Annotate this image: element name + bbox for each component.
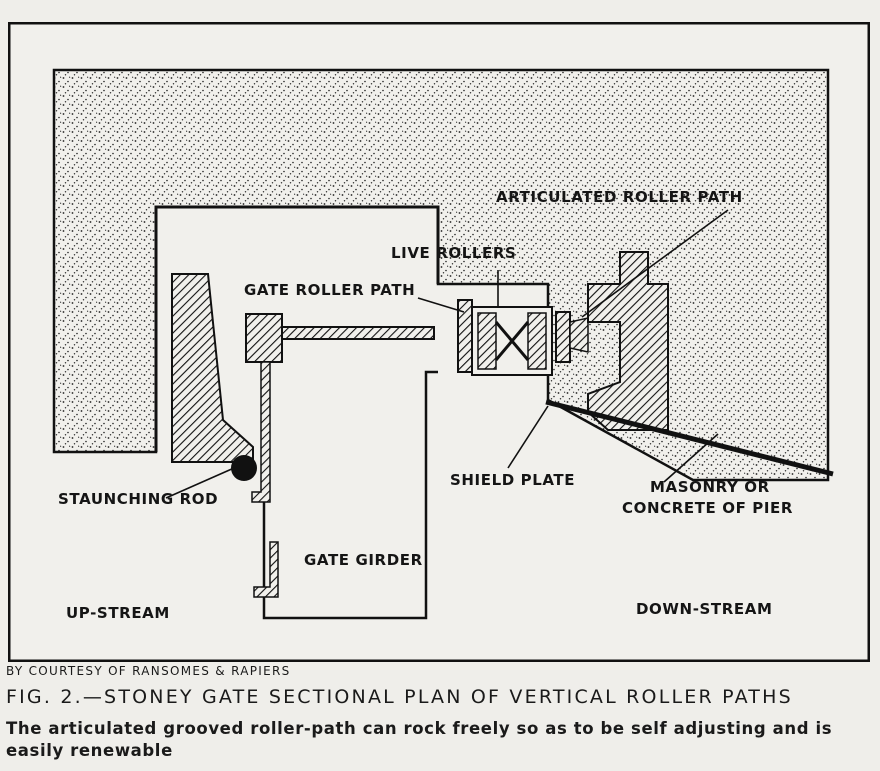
pier-bearing [587,251,669,431]
label-masonry-line1: MASONRY OR [650,478,770,496]
label-shield-plate: SHIELD PLATE [450,471,575,489]
girder-flange [245,313,283,363]
girder-side-plate [251,361,271,503]
leader-masonry [663,433,719,483]
roller-right [527,312,547,370]
leader-lines [165,209,729,499]
caption-text: The articulated grooved roller-path can … [6,719,833,760]
articulated-path-plate [555,311,571,363]
photo-credit: BY COURTESY OF RANSOMES & RAPIERS [6,664,291,678]
staunching-rod [231,455,257,481]
recess-outline [154,205,440,452]
leader-staunching-rod [165,467,235,499]
label-gate-girder: GATE GIRDER [304,551,423,569]
stoney-gate-figure: ARTICULATED ROLLER PATH LIVE ROLLERS GAT… [8,22,870,662]
articulated-rocker [569,317,589,353]
leader-gate-roller-path [417,297,465,313]
label-live-rollers: LIVE ROLLERS [391,244,516,262]
label-articulated-roller-path: ARTICULATED ROLLER PATH [496,188,743,206]
upstream-angle [171,273,254,463]
label-gate-roller-path: GATE ROLLER PATH [244,281,415,299]
stoney-gate-diagram: ARTICULATED ROLLER PATH LIVE ROLLERS GAT… [8,22,870,662]
label-staunching-rod: STAUNCHING ROD [58,490,218,508]
shield-plate [545,399,834,477]
roller-spindle [494,321,530,361]
leader-articulated [581,209,729,318]
label-down-stream: DOWN-STREAM [636,600,773,618]
label-masonry-line2: CONCRETE OF PIER [622,499,793,517]
gate-girder [262,352,438,620]
girder-web [281,326,435,340]
caption-title: FIG. 2.—STONEY GATE SECTIONAL PLAN OF VE… [6,686,793,708]
leader-shield-plate [507,405,549,469]
label-up-stream: UP-STREAM [66,604,170,622]
lower-angle [253,541,279,598]
roller-left [477,312,497,370]
